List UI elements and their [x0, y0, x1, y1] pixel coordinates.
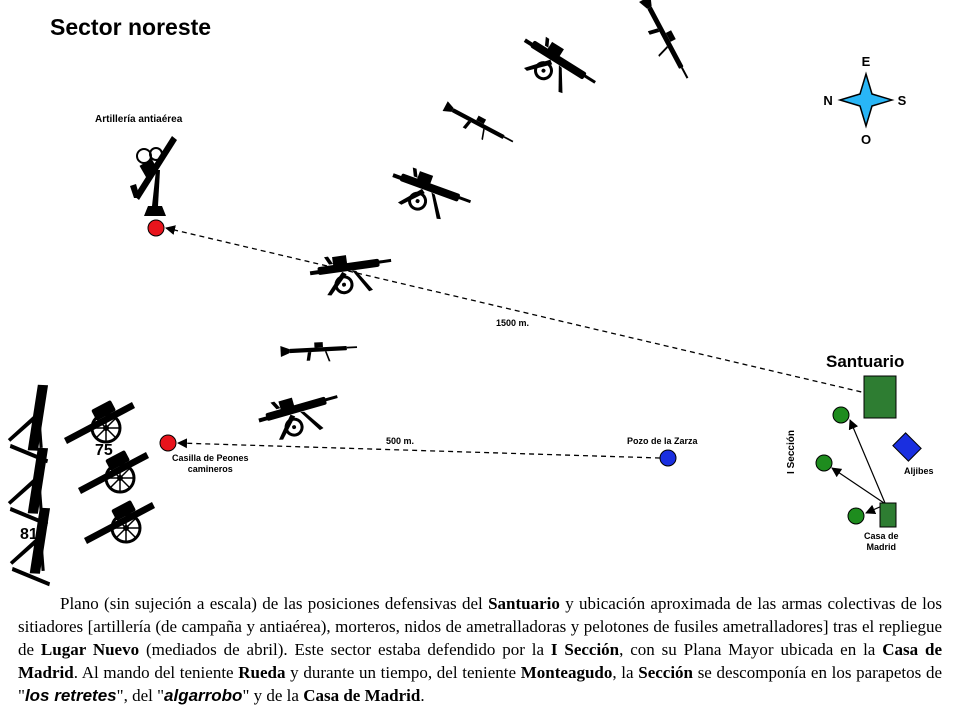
caption-bold: Sección — [638, 663, 694, 682]
line-1500 — [165, 225, 880, 401]
caption-text: Plano (sin sujeción a escala) de las pos… — [60, 594, 489, 613]
casilla-label-line1: Casilla de Peones — [172, 453, 249, 463]
caption-bold: Monteagudo — [520, 663, 613, 682]
caption-text: , la — [612, 663, 639, 682]
caption-bold: Casa de Madrid — [303, 686, 421, 705]
caption-text: y durante un tiempo, del teniente — [285, 663, 521, 682]
casilla-label-line2: camineros — [187, 464, 233, 474]
caption-text: . — [420, 686, 425, 705]
caption-text: " y de la — [242, 686, 304, 705]
caption-text: , con su Plana Mayor ubicada en la — [619, 640, 883, 659]
heavy-machine-gun-icon — [509, 26, 604, 108]
section-post-marker[interactable] — [832, 406, 850, 424]
compass-rose: E O N S — [823, 54, 906, 147]
casa-de-madrid-building[interactable] — [879, 502, 897, 528]
casilla-label: Casilla de Peones camineros — [172, 453, 249, 475]
casilla-position-marker[interactable] — [159, 434, 177, 452]
pozo-position-marker[interactable] — [659, 449, 677, 467]
light-machine-gun-icon — [280, 340, 358, 364]
page-title: Sector noreste — [50, 14, 212, 40]
line-500 — [177, 438, 670, 464]
anti-aircraft-gun-icon — [130, 136, 177, 216]
aljibes-tank[interactable] — [892, 432, 922, 462]
casa-de-madrid-label-line2: Madrid — [866, 542, 897, 552]
map-caption: Plano (sin sujeción a escala) de las pos… — [18, 592, 942, 707]
light-machine-gun-icon — [439, 99, 517, 153]
caption-text: . Al mando del teniente — [73, 663, 239, 682]
santuario-building[interactable] — [863, 375, 897, 419]
arrow-to-lower-post — [865, 504, 883, 514]
caption-bold: I Sección — [550, 640, 620, 659]
compass-n-label: N — [823, 93, 832, 108]
caption-bold: Casa de Madrid — [18, 640, 942, 682]
seccion-label: I Sección — [786, 430, 797, 474]
casa-de-madrid-label-line1: Casa de — [864, 531, 899, 541]
caption-text: (mediados de abril). Este sector estaba … — [139, 640, 551, 659]
caliber-81-label: 81 — [20, 526, 38, 543]
distance-500-label: 500 m. — [386, 436, 415, 446]
arrow-to-upper-post — [848, 419, 886, 504]
mortar-icon — [4, 378, 66, 464]
caption-text: ", del " — [116, 686, 165, 705]
caption-bold: Santuario — [488, 594, 560, 613]
compass-s-label: S — [898, 93, 907, 108]
field-gun-icon — [76, 448, 151, 496]
pozo-label: Pozo de la Zarza — [627, 436, 698, 446]
mortar-icon — [6, 501, 68, 587]
weapons-group — [4, 0, 695, 587]
caption-text: y ubicación aproximada de las armas cole… — [18, 594, 942, 659]
heavy-machine-gun-icon — [253, 382, 347, 448]
field-gun-icon — [62, 398, 137, 446]
compass-e-label: E — [862, 54, 871, 69]
caption-text: se descomponía en los parapetos de " — [18, 663, 942, 705]
heavy-machine-gun-icon — [382, 160, 477, 230]
distance-1500-label: 1500 m. — [496, 318, 530, 328]
caption-bold: Lugar Nuevo — [40, 640, 140, 659]
field-gun-icon — [82, 498, 157, 546]
santuario-label: Santuario — [826, 352, 905, 371]
aljibes-label: Aljibes — [904, 466, 934, 476]
light-machine-gun-icon — [631, 0, 695, 86]
arrow-to-middle-post — [831, 467, 885, 504]
aa-position-marker[interactable] — [147, 219, 165, 237]
caliber-75-label: 75 — [95, 442, 113, 459]
caption-italic: algarrobo — [164, 686, 243, 705]
heavy-machine-gun-icon — [306, 246, 397, 301]
casa-de-madrid-label: Casa de Madrid — [864, 531, 899, 553]
aa-label: Artillería antiaérea — [95, 114, 183, 125]
caption-bold: Rueda — [238, 663, 286, 682]
section-post-marker[interactable] — [847, 507, 865, 525]
section-post-marker[interactable] — [815, 454, 833, 472]
caption-italic: los retretes — [24, 686, 117, 705]
compass-o-label: O — [861, 132, 871, 147]
